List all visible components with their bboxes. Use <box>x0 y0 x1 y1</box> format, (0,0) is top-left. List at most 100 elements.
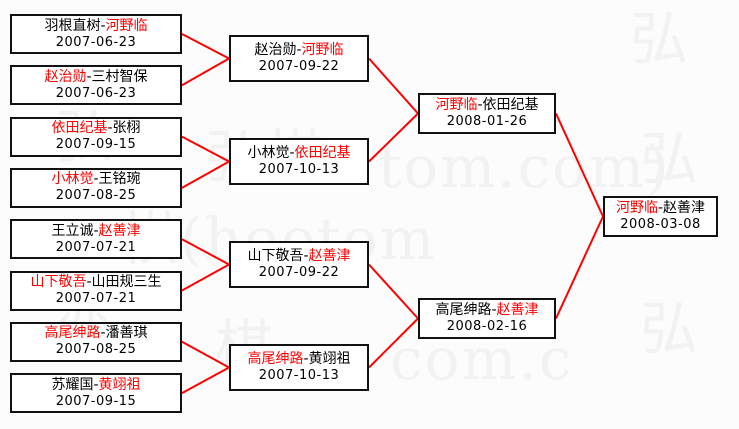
player-right: 王铭琬 <box>98 171 141 188</box>
player-left: 高尾绅路 <box>44 325 101 342</box>
match-date: 2007-08-25 <box>55 188 137 204</box>
player-right: 赵善津 <box>496 302 539 318</box>
player-separator: - <box>93 222 99 239</box>
bracket-connector-line <box>368 112 419 163</box>
match-players: 高尾绅路-黄翊祖 <box>247 351 350 368</box>
player-right: 三村智保 <box>91 68 148 85</box>
player-right: 依田纪基 <box>482 97 539 113</box>
player-left: 王立诚 <box>51 222 94 239</box>
player-left: 羽根直树 <box>44 17 101 34</box>
match-date: 2008-01-26 <box>446 114 528 129</box>
player-separator: - <box>491 302 497 318</box>
match-date: 2007-10-13 <box>258 368 340 383</box>
player-left: 河野临 <box>435 97 478 113</box>
player-right: 潘善琪 <box>105 325 148 342</box>
bracket-connector-line <box>368 263 419 320</box>
player-separator: - <box>107 120 113 137</box>
watermark-text: tom.com) <box>378 133 671 201</box>
player-separator: - <box>100 17 106 34</box>
match-players: 小林觉-王铭琬 <box>51 171 140 188</box>
player-right: 赵善津 <box>98 222 141 239</box>
player-left: 山下敬吾 <box>247 248 304 264</box>
bracket-connector-line <box>181 340 230 369</box>
player-right: 赵善津 <box>308 248 351 264</box>
player-separator: - <box>86 68 92 85</box>
match-players: 高尾绅路-赵善津 <box>435 302 538 319</box>
match-date: 2008-03-08 <box>620 217 701 232</box>
player-separator: - <box>303 248 309 264</box>
match-players: 山下敬吾-赵善津 <box>247 248 350 265</box>
player-left: 高尾绅路 <box>435 302 492 318</box>
bracket-connector-line <box>181 238 230 266</box>
match-date: 2007-08-25 <box>55 342 137 358</box>
player-separator: - <box>296 42 302 58</box>
match-players: 苏耀国-黄翊祖 <box>51 377 140 394</box>
bracket-connector-line <box>555 216 604 319</box>
match-players: 依田纪基-张栩 <box>51 120 140 137</box>
bracket-connector-line <box>368 57 419 115</box>
player-right: 河野临 <box>301 42 344 58</box>
player-separator: - <box>657 200 664 216</box>
player-separator: - <box>93 376 99 393</box>
match-date: 2007-09-15 <box>55 393 137 409</box>
player-left: 小林觉 <box>51 171 94 188</box>
player-left: 赵治勋 <box>44 68 87 85</box>
bracket-connector-line <box>181 160 230 189</box>
watermark-text: 弘 <box>640 125 701 193</box>
player-right: 张栩 <box>112 120 141 137</box>
bracket-connector-line <box>368 317 419 369</box>
match-date: 2007-10-13 <box>258 162 340 177</box>
match-date: 2007-09-22 <box>258 59 340 74</box>
player-separator: - <box>100 325 106 342</box>
match-date: 2007-06-23 <box>55 34 137 50</box>
bracket-connector-line <box>555 113 604 217</box>
bracket-connector-line <box>181 33 230 60</box>
player-right: 赵善津 <box>663 200 706 216</box>
player-right: 黄翊祖 <box>98 376 141 393</box>
player-right: 山田规三生 <box>91 274 162 290</box>
player-right: 依田纪基 <box>294 145 351 161</box>
player-separator: - <box>86 274 92 290</box>
match-players: 高尾绅路-潘善琪 <box>44 325 147 342</box>
match-players: 山下敬吾-山田规三生 <box>30 274 161 291</box>
player-left: 依田纪基 <box>51 120 108 137</box>
match-date: 2007-06-23 <box>55 85 137 101</box>
match-date: 2007-09-22 <box>258 265 340 280</box>
bracket-connector-line <box>181 366 230 394</box>
match-date: 2007-07-21 <box>55 239 137 255</box>
bracket-connector-line <box>181 263 230 292</box>
player-separator: - <box>289 145 295 161</box>
player-left: 小林觉 <box>247 145 290 161</box>
player-left: 赵治勋 <box>254 42 297 58</box>
player-right: 黄翊祖 <box>308 351 351 367</box>
match-players: 赵治勋-三村智保 <box>44 69 147 86</box>
watermark-text: 弘 <box>640 295 701 363</box>
match-date: 2007-07-21 <box>55 291 137 306</box>
match-players: 羽根直树-河野临 <box>44 18 147 35</box>
match-players: 赵治勋-河野临 <box>254 42 343 59</box>
player-left: 山下敬吾 <box>30 274 87 290</box>
player-left: 高尾绅路 <box>247 351 304 367</box>
match-players: 小林觉-依田纪基 <box>247 145 350 162</box>
match-players: 河野临-依田纪基 <box>435 97 538 114</box>
match-date: 2008-02-16 <box>446 319 528 334</box>
player-right: 河野临 <box>105 17 148 34</box>
player-left: 河野临 <box>615 200 658 216</box>
match-players: 河野临-赵善津 <box>616 200 705 217</box>
